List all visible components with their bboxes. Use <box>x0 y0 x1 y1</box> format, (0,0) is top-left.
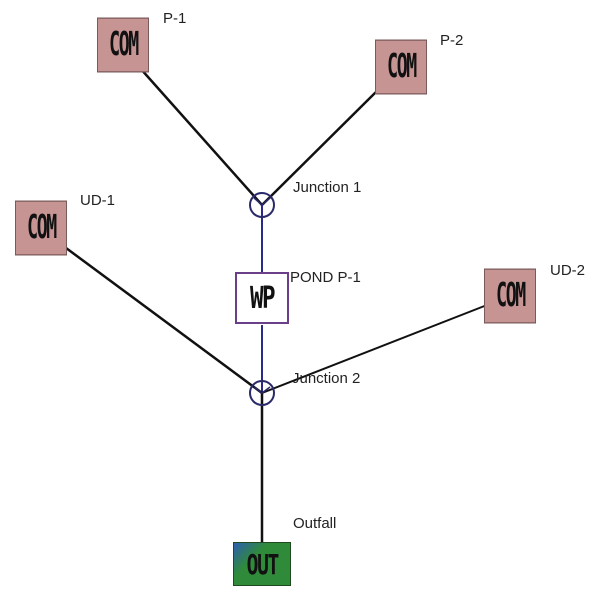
pond-node-symbol: WP <box>249 280 276 316</box>
node-label-pond: POND P-1 <box>290 269 361 286</box>
junction-2-cross <box>253 386 263 394</box>
node-label-ud1: UD-1 <box>80 192 116 209</box>
link-p2-junction1[interactable] <box>261 87 381 206</box>
junction-1-cross <box>253 197 263 206</box>
com-node-p2[interactable]: COM <box>375 39 427 95</box>
outfall-node[interactable]: OUT <box>233 542 291 586</box>
com-node-p2-symbol: COM <box>386 48 417 86</box>
com-node-ud1-symbol: COM <box>26 209 57 247</box>
node-label-junction1: Junction 1 <box>293 179 362 196</box>
com-node-ud2[interactable]: COM <box>484 268 536 324</box>
junction-1-cross <box>261 197 271 206</box>
outfall-node-symbol: OUT <box>246 547 279 581</box>
com-node-p1[interactable]: COM <box>97 17 149 73</box>
node-label-p2: P-2 <box>440 32 464 49</box>
pond-node[interactable]: WP <box>235 272 289 324</box>
com-node-p1-symbol: COM <box>108 26 139 64</box>
link-ud1-junction2[interactable] <box>61 243 263 395</box>
node-label-p1: P-1 <box>163 10 187 27</box>
com-node-ud1[interactable]: COM <box>15 200 67 256</box>
link-ud2-junction2[interactable] <box>261 304 488 394</box>
junction-1-node[interactable] <box>249 192 275 218</box>
link-p1-junction1[interactable] <box>139 67 263 206</box>
node-label-ud2: UD-2 <box>550 262 586 279</box>
node-label-junction2: Junction 2 <box>292 370 361 387</box>
junction-2-cross <box>261 386 271 394</box>
node-label-outfall: Outfall <box>293 515 337 532</box>
com-node-ud2-symbol: COM <box>495 277 526 315</box>
junction-2-node[interactable] <box>249 380 275 406</box>
